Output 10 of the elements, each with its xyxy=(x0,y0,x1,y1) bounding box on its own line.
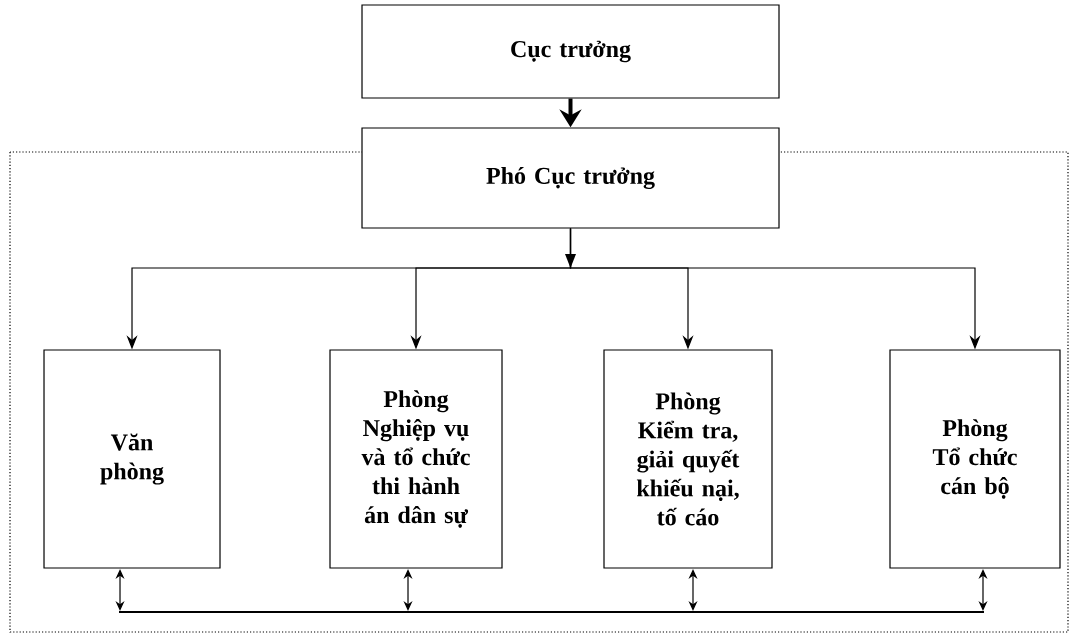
department-box: Phòng Kiểm tra, giải quyết khiếu nại, tố cáo xyxy=(603,349,773,569)
deputy-director-box: Phó Cục trưởng xyxy=(361,127,780,229)
arrow xyxy=(403,569,413,611)
arrow xyxy=(688,569,698,611)
director-box: Cục trưởng xyxy=(361,4,780,99)
arrow xyxy=(978,569,988,611)
department-box: Phòng Nghiệp vụ và tổ chức thi hành án dân sự xyxy=(329,349,503,569)
arrow xyxy=(115,569,125,611)
department-box: Văn phòng xyxy=(43,349,221,569)
department-box: Phòng Tổ chức cán bộ xyxy=(889,349,1061,569)
